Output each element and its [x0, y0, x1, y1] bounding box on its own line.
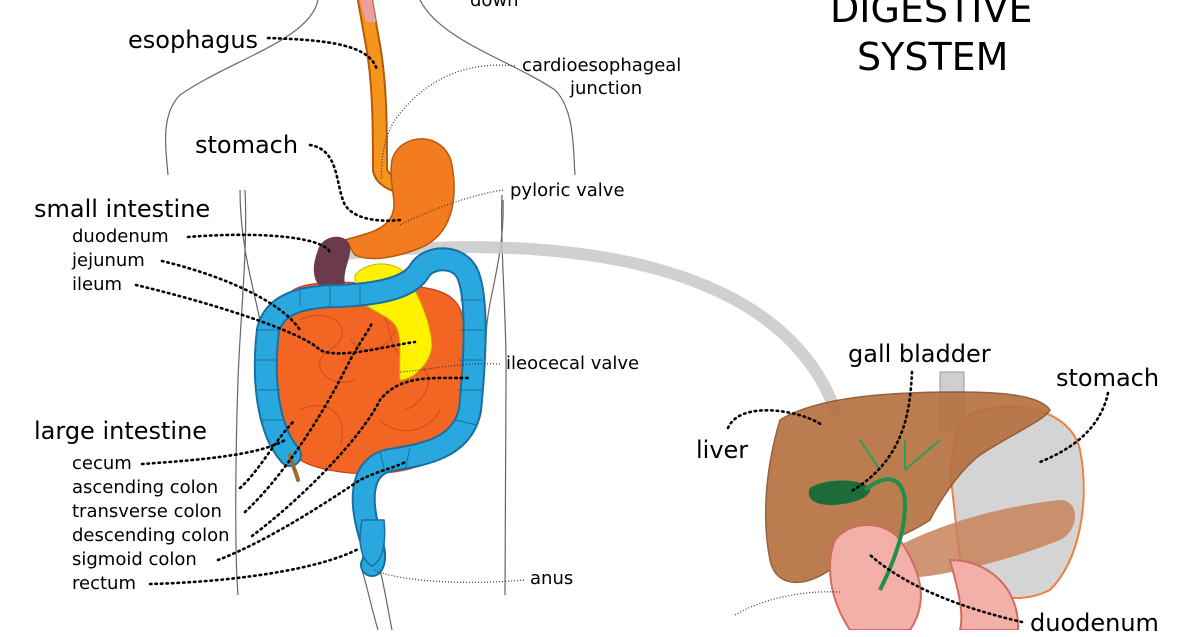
descending-colon-label: descending colon — [72, 525, 230, 546]
colon-haustra — [256, 285, 484, 473]
left-leader-lines — [134, 36, 472, 586]
stomach-organ — [343, 138, 455, 260]
small-intestine-label: small intestine — [34, 195, 211, 223]
rectum-label: rectum — [72, 573, 136, 594]
inset-liver — [764, 391, 1051, 584]
title-line-2: SYSTEM — [857, 35, 1009, 79]
connector-arc — [329, 241, 841, 416]
inset-stomach-label: stomach — [1056, 364, 1160, 392]
inset-duct-branch — [859, 439, 941, 471]
inset-gallbladder — [808, 480, 871, 505]
stomach-label: stomach — [195, 131, 299, 159]
jejunum-label: jejunum — [72, 250, 145, 271]
cardioesophageal-label-2: junction — [570, 78, 643, 99]
inset-bile-duct — [863, 477, 908, 591]
cecum-label: cecum — [72, 453, 132, 474]
esophagus-label: esophagus — [128, 26, 259, 54]
rectum-organ — [359, 519, 386, 567]
duodenum-organ — [313, 236, 351, 290]
inset-bottom-leader — [734, 591, 841, 616]
inset-gall-bladder-label: gall bladder — [848, 340, 991, 368]
large-intestine-label: large intestine — [34, 417, 208, 445]
ileum-label: ileum — [72, 274, 123, 295]
inset-leader-lines — [726, 370, 1110, 624]
large-intestine-fill — [255, 249, 485, 575]
ascending-colon-label: ascending colon — [72, 477, 219, 498]
cardioesophageal-label-1: cardioesophageal — [522, 55, 682, 76]
pyloric-valve-label: pyloric valve — [510, 180, 625, 201]
title-line-1: DIGESTIVE — [830, 0, 1033, 31]
inset-pancreas — [900, 500, 1075, 578]
inset-duodenum-label: duodenum — [1030, 609, 1159, 637]
transverse-colon-label: transverse colon — [72, 501, 222, 522]
ileocecal-valve-label: ileocecal valve — [506, 353, 640, 374]
inset-duodenum — [829, 524, 922, 630]
sigmoid-colon-label: sigmoid colon — [72, 549, 197, 570]
esophagus-top — [360, 0, 376, 22]
anus-label: anus — [530, 568, 574, 589]
top-fragment-label: down — [470, 0, 519, 11]
inset-liver-label: liver — [696, 436, 749, 464]
inset-organs — [764, 371, 1085, 630]
duodenum-label: duodenum — [72, 226, 169, 247]
right-leader-lines — [373, 64, 525, 583]
